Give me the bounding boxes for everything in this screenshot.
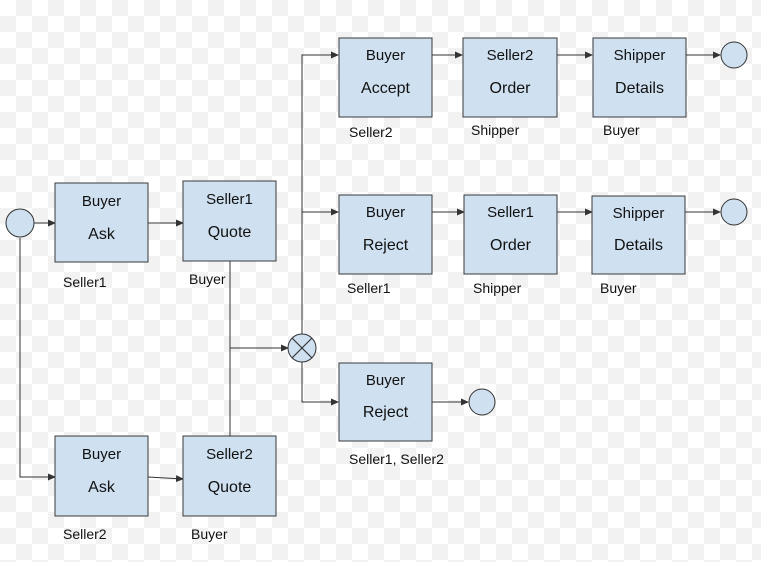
edge-ask2-to-quote2 [147,475,184,483]
role-label: Seller1 [63,274,107,290]
node-bottom-label: Ask [88,479,116,496]
node-bottom-label: Details [614,237,663,254]
node-top-label: Seller2 [487,47,534,64]
end-event-accept [720,41,748,69]
node-buyer-accept: Buyer Accept [338,37,433,118]
node-buyer-reject-1: Buyer Reject [338,194,433,275]
node-bottom-label: Accept [361,80,410,97]
node-bottom-label: Order [490,237,532,254]
role-label: Seller1 [347,280,391,296]
node-shipper-details-2: Shipper Details [591,195,686,275]
node-bottom-label: Reject [363,237,409,254]
end-event-reject2 [468,388,496,416]
node-bottom-label: Details [615,80,664,97]
node-bottom-label: Ask [88,226,116,243]
node-seller2-order: Seller2 Order [462,37,558,118]
role-label: Buyer [189,271,226,287]
node-top-label: Buyer [82,193,121,210]
node-bottom-label: Quote [208,479,252,496]
edges [19,51,721,483]
node-top-label: Seller2 [206,446,253,463]
role-label: Shipper [473,280,522,296]
role-label: Buyer [191,526,228,542]
edge-gate-to-reject2 [301,362,339,406]
node-seller1-order: Seller1 Order [463,194,558,275]
end-event-reject1 [720,198,748,226]
node-top-label: Seller1 [206,191,253,208]
node-top-label: Buyer [82,446,121,463]
node-buyer-ask-1: Buyer Ask [54,182,149,263]
exclusive-gateway [287,333,317,363]
edge-start-to-ask2 [19,238,56,481]
role-label: Shipper [471,122,520,138]
node-seller2-quote: Seller2 Quote [182,435,277,517]
node-bottom-label: Quote [208,224,252,241]
node-top-label: Shipper [613,205,665,222]
node-bottom-label: Reject [363,404,409,421]
role-label: Seller1, Seller2 [349,451,444,467]
role-label: Seller2 [349,124,393,140]
role-label: Seller2 [63,526,107,542]
node-bottom-label: Order [490,80,532,97]
edge-gate-to-accept [301,51,339,334]
node-top-label: Shipper [614,47,666,64]
start-event [5,208,35,238]
role-label: Buyer [603,122,640,138]
node-buyer-ask-2: Buyer Ask [54,435,149,517]
node-seller1-quote: Seller1 Quote [182,180,277,262]
node-top-label: Buyer [366,204,405,221]
node-shipper-details-1: Shipper Details [592,37,687,118]
role-label: Buyer [600,280,637,296]
node-top-label: Buyer [366,372,405,389]
node-top-label: Seller1 [487,204,534,221]
node-top-label: Buyer [366,47,405,64]
node-buyer-reject-2: Buyer Reject [338,362,433,442]
